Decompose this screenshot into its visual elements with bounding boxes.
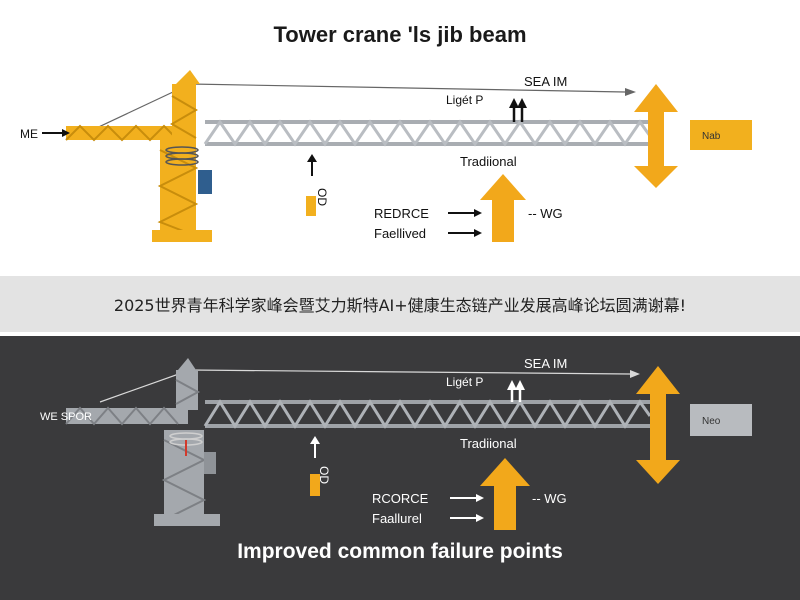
top-me-label: ME (20, 127, 38, 141)
bottom-pendant-line-left (99, 369, 191, 403)
bottom-rorce-label: RCORCE (372, 491, 429, 506)
bottom-pendant-line-right (189, 369, 631, 375)
bottom-pendant-arrowhead (630, 370, 640, 378)
bottom-light-arrows (507, 380, 525, 402)
bottom-counterweight-box (690, 404, 752, 436)
top-diagram-title: Tower crane 'ls jib beam (273, 22, 527, 47)
bottom-operator-cab (204, 452, 216, 474)
top-rorce-label: REDRCE (374, 206, 429, 221)
bottom-traditional-up-arrow (480, 458, 530, 530)
top-tower-mast (152, 70, 212, 242)
bottom-traditional-label: Tradiional (460, 436, 517, 451)
top-double-arrow-right (634, 84, 678, 188)
top-traditional-label: Tradiional (460, 154, 517, 169)
banner-text: 2025世界青年科学家峰会暨艾力斯特AI+健康生态链产业发展高峰论坛圆满谢幕! (113, 296, 687, 315)
top-small-weight (306, 196, 316, 216)
top-counter-jib (65, 124, 186, 142)
top-counterweight-box (690, 120, 752, 150)
top-light-label: Ligét P (446, 93, 483, 107)
top-diagram-panel: Tower crane 'ls jib beam (0, 0, 800, 280)
top-sea-label: SEA IM (524, 74, 567, 89)
bottom-failured-label: Faallurel (372, 511, 422, 526)
top-od-label: OD (315, 188, 329, 206)
caption-banner: 2025世界青年科学家峰会暨艾力斯特AI+健康生态链产业发展高峰论坛圆满谢幕! (0, 276, 800, 332)
bottom-small-weight (310, 474, 320, 496)
bottom-double-arrow-right (636, 366, 680, 484)
bottom-diagram-panel: SEA IM Ligét P WE SPOR Neo Tradiional OD… (0, 336, 800, 600)
top-pendant-line-right (189, 83, 626, 93)
top-light-arrows (509, 98, 527, 122)
top-crane-diagram: SEA IM Ligét P ME Nab Tradiional OD REDR… (20, 70, 752, 242)
top-jib-truss (203, 118, 652, 148)
top-cab-label: Nab (702, 131, 721, 142)
top-pendant-arrowhead (625, 88, 636, 96)
top-slewing-coil (165, 146, 199, 166)
bottom-tower-mast (154, 358, 220, 526)
top-wg-label: -- WG (528, 206, 563, 221)
bottom-diagram-title: Improved common failure points (237, 540, 563, 563)
bottom-jib-truss (203, 399, 652, 429)
bottom-cab-label: Neo (702, 416, 721, 427)
bottom-wg-label: -- WG (532, 491, 567, 506)
bottom-me-label: WE SPOR (40, 411, 92, 423)
bottom-sea-label: SEA IM (524, 356, 567, 371)
top-failured-label: Faellived (374, 226, 426, 241)
top-operator-cab (198, 170, 212, 194)
bottom-light-label: Ligét P (446, 375, 483, 389)
top-traditional-up-arrow (480, 174, 526, 242)
bottom-counter-jib (65, 406, 188, 426)
bottom-crane-diagram: SEA IM Ligét P WE SPOR Neo Tradiional OD… (40, 356, 752, 530)
bottom-od-label: OD (317, 466, 331, 484)
